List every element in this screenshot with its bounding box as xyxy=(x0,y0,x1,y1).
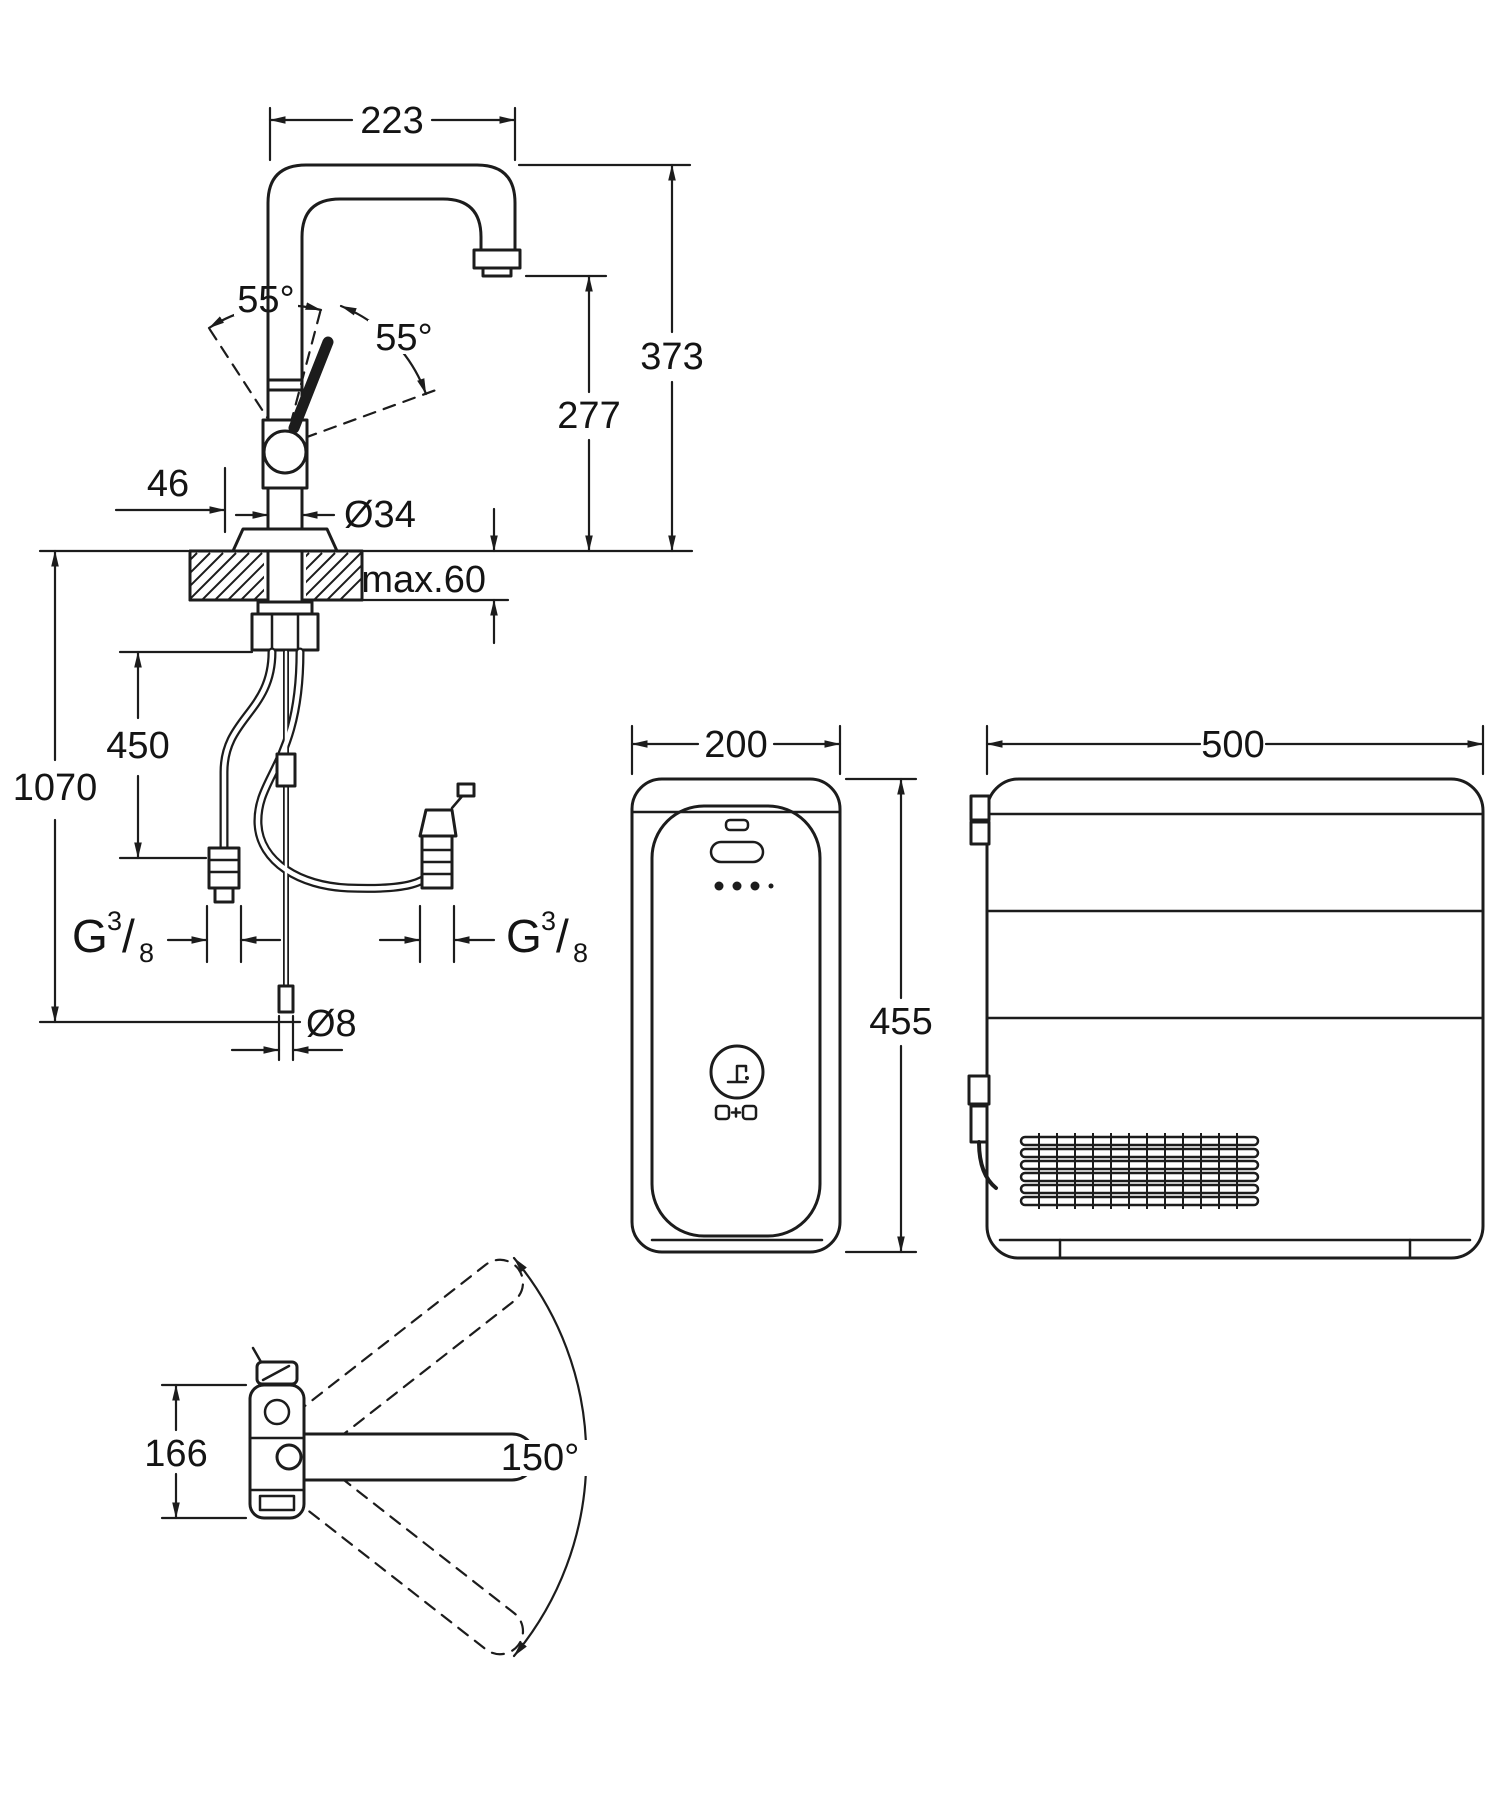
capillary-end-cap xyxy=(277,984,295,1014)
height-total-label: 373 xyxy=(640,336,703,378)
thread-right-den: 8 xyxy=(573,938,588,968)
thread-right-g: G xyxy=(506,910,542,962)
height-outlet-label: 277 xyxy=(557,395,620,437)
inline-ferrule xyxy=(275,752,297,788)
dim-hose-lengths: 450 1070 xyxy=(13,549,302,1024)
handle-angle-b-label: 55° xyxy=(375,317,432,359)
thread-left-slash: / xyxy=(122,910,135,962)
escutcheon xyxy=(231,527,339,553)
thread-left-den: 8 xyxy=(139,938,154,968)
hose-diameter-label: Ø8 xyxy=(306,1003,357,1045)
dim-heights: 373 277 xyxy=(360,163,704,553)
co2-icon xyxy=(741,1104,758,1121)
hose-outlet-fitting xyxy=(967,1074,991,1106)
outlet-hose xyxy=(977,1140,998,1190)
dim-base-details: 46 Ø34 max.60 xyxy=(114,463,510,645)
cooler-depth-label: 500 xyxy=(1201,724,1264,766)
swivel-arm-upper xyxy=(252,1258,525,1482)
left-thread-connector xyxy=(207,846,241,890)
faucet-top-view: 166 150° xyxy=(144,1256,588,1658)
vent-grille xyxy=(1019,1133,1260,1209)
dim-spout-width: 223 xyxy=(268,100,517,162)
wall-bracket xyxy=(969,794,991,822)
thread-left-callout: G 3 / 8 xyxy=(72,904,282,968)
display-window xyxy=(709,840,765,864)
check-valve xyxy=(418,808,458,838)
deck-thickness-label: max.60 xyxy=(361,559,486,601)
dim-cooler-width: 200 xyxy=(630,724,842,776)
cooler-height-label: 455 xyxy=(869,1001,932,1043)
thread-left-g: G xyxy=(72,910,108,962)
handle-clearance-label: 46 xyxy=(147,463,189,505)
swivel-pivot xyxy=(275,1443,303,1471)
status-led-dots xyxy=(714,881,774,891)
dim-body-depth: 166 xyxy=(144,1383,248,1520)
dim-cooler-depth: 500 xyxy=(985,724,1485,776)
spout-nozzle xyxy=(472,248,522,270)
dim-capillary-diameter: Ø8 xyxy=(230,1003,357,1062)
deck-hatch-right xyxy=(306,552,361,599)
deck-hatch-left xyxy=(191,552,264,599)
swivel-range-label: 150° xyxy=(501,1437,580,1479)
mounting-shank xyxy=(250,549,320,652)
hose-length-connect-label: 450 xyxy=(106,725,169,767)
thread-right-callout: G 3 / 8 xyxy=(378,904,588,968)
dim-cooler-height: 455 xyxy=(844,777,933,1254)
speaker-icon xyxy=(724,818,750,832)
hose-length-total-label: 1070 xyxy=(13,767,98,809)
thread-left-num: 3 xyxy=(107,906,122,936)
handle-angle-a-label: 55° xyxy=(237,279,294,321)
handle-lever xyxy=(288,336,334,434)
cooler-front-view: 200 455 xyxy=(630,724,933,1254)
thread-right-num: 3 xyxy=(541,906,556,936)
cooler-front-body xyxy=(630,777,842,1254)
mixer-body xyxy=(261,336,334,490)
spout-aerator xyxy=(481,266,513,278)
faucet-front-view: 55° 55° xyxy=(13,100,704,1062)
body-depth-label: 166 xyxy=(144,1433,207,1475)
thread-right-slash: / xyxy=(556,910,569,962)
logo-badge xyxy=(709,1044,765,1121)
washer xyxy=(256,600,314,616)
shank-diameter-label: Ø34 xyxy=(344,494,416,536)
cooler-width-label: 200 xyxy=(704,724,767,766)
ball-joint xyxy=(262,429,308,475)
filter-icon xyxy=(714,1104,731,1121)
spout-outline xyxy=(266,163,522,553)
mounting-nut xyxy=(250,612,320,652)
cooler-side-view: 500 xyxy=(967,724,1485,1260)
cooler-front-face xyxy=(650,804,822,1238)
spout-width-label: 223 xyxy=(360,100,423,142)
supply-hoses xyxy=(207,647,476,1014)
